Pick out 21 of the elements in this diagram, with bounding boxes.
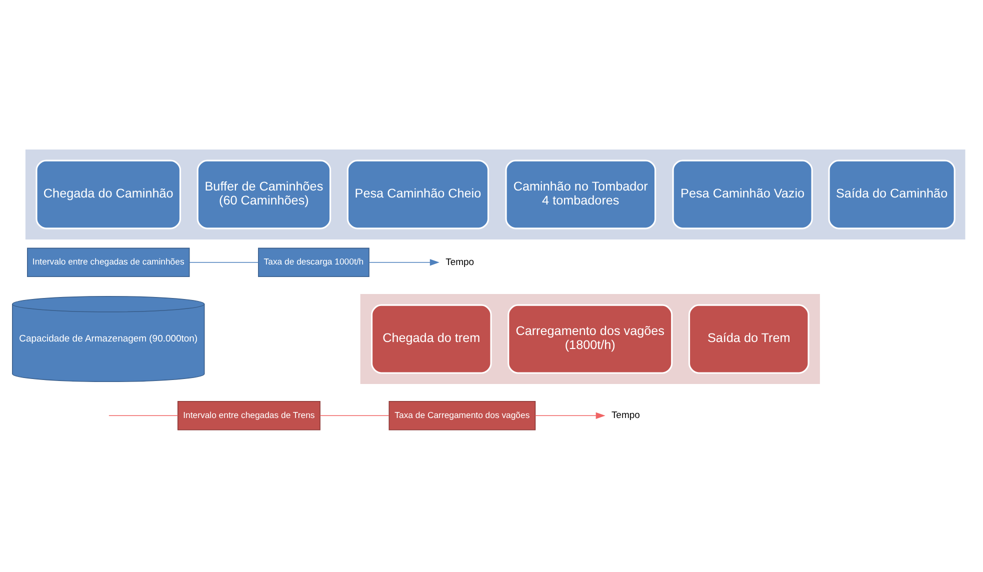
connector <box>319 414 389 416</box>
node-text: Tempo <box>445 256 474 268</box>
node-box: Pesa Caminhão Cheio <box>346 159 489 229</box>
arrow <box>368 258 439 266</box>
node-box: Saída do Trem <box>688 304 809 374</box>
arrow <box>534 412 605 418</box>
node-box: Chegada do trem <box>370 304 492 374</box>
node-box: Intervalo entre chegadas de Trens <box>176 400 320 430</box>
node-box: Pesa Caminhão Vazio <box>672 159 812 229</box>
node-box: Saída do Caminhão <box>828 159 955 229</box>
node-box: Buffer de Caminhões (60 Caminhões) <box>196 159 331 229</box>
connector <box>108 414 178 416</box>
cluster <box>360 294 820 384</box>
node-box: Carregamento dos vagões (1800t/h) <box>507 304 672 374</box>
node-text: Tempo <box>610 410 640 421</box>
node-box: Taxa de descarga 1000t/h <box>258 247 369 277</box>
node-box: Taxa de Carregamento dos vagões <box>388 400 536 430</box>
node-box: Chegada do Caminhão <box>35 159 181 229</box>
node-box: Intervalo entre chegadas de caminhões <box>26 247 190 277</box>
node-box: Caminhão no Tombador 4 tombadores <box>504 159 656 229</box>
cluster <box>24 148 965 239</box>
